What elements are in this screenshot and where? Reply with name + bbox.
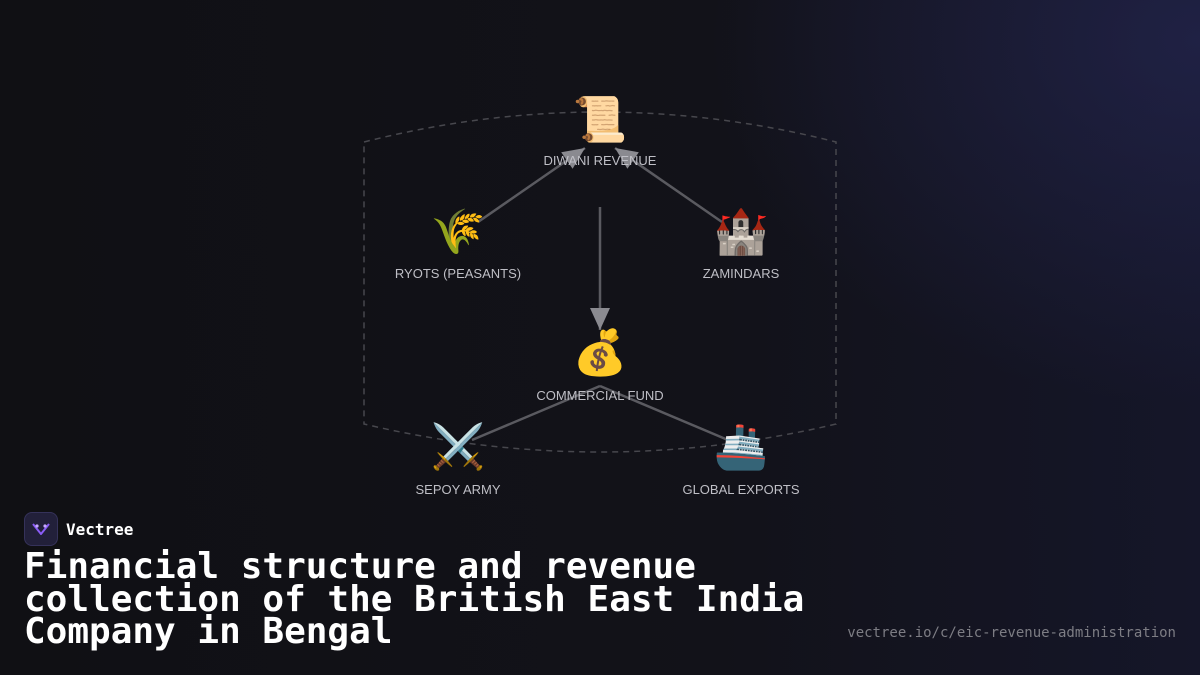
edge-fund-to-exports bbox=[599, 384, 729, 442]
arrowhead-diwani-to-fund bbox=[590, 308, 610, 330]
node-label-fund: COMMERCIAL FUND bbox=[536, 388, 663, 403]
node-army[interactable]: ⚔️ SEPOY ARMY bbox=[415, 422, 500, 498]
nodes-layer: 📜 DIWANI REVENUE 🌾 RYOTS (PEASANTS) 🏰 ZAMINDA… bbox=[395, 95, 800, 498]
node-label-exports: GLOBAL EXPORTS bbox=[682, 482, 799, 497]
node-diwani[interactable]: 📜 DIWANI REVENUE bbox=[544, 95, 657, 169]
brand-name: Vectree bbox=[66, 519, 134, 539]
brand: Vectree bbox=[24, 512, 133, 546]
source-url[interactable]: vectree.io/c/eic-revenue-administration bbox=[847, 625, 1176, 641]
wheat-icon: 🌾 bbox=[431, 207, 486, 258]
vectree-logo-icon bbox=[24, 512, 58, 546]
edge-fund-to-army bbox=[471, 384, 601, 442]
edges-layer bbox=[471, 146, 729, 442]
ship-icon: 🚢 bbox=[714, 422, 769, 473]
node-label-zamindars: ZAMINDARS bbox=[703, 266, 780, 281]
node-label-army: SEPOY ARMY bbox=[415, 482, 500, 497]
node-label-ryots: RYOTS (PEASANTS) bbox=[395, 266, 521, 281]
group-boundary bbox=[363, 111, 837, 453]
crossed-swords-icon: ⚔️ bbox=[431, 422, 486, 473]
arrowhead-ryots-to-diwani bbox=[561, 148, 585, 169]
scroll-icon: 📜 bbox=[573, 95, 628, 146]
node-label-diwani: DIWANI REVENUE bbox=[544, 153, 657, 168]
node-ryots[interactable]: 🌾 RYOTS (PEASANTS) bbox=[395, 207, 521, 282]
money-bag-icon: 💰 bbox=[573, 328, 628, 379]
arrowhead-zamindars-to-diwani bbox=[615, 148, 639, 169]
node-fund[interactable]: 💰 COMMERCIAL FUND bbox=[536, 328, 663, 404]
page-title: Financial structure and revenue collecti… bbox=[24, 546, 805, 652]
node-exports[interactable]: 🚢 GLOBAL EXPORTS bbox=[682, 422, 799, 498]
node-zamindars[interactable]: 🏰 ZAMINDARS bbox=[703, 207, 780, 282]
castle-icon: 🏰 bbox=[714, 207, 769, 258]
